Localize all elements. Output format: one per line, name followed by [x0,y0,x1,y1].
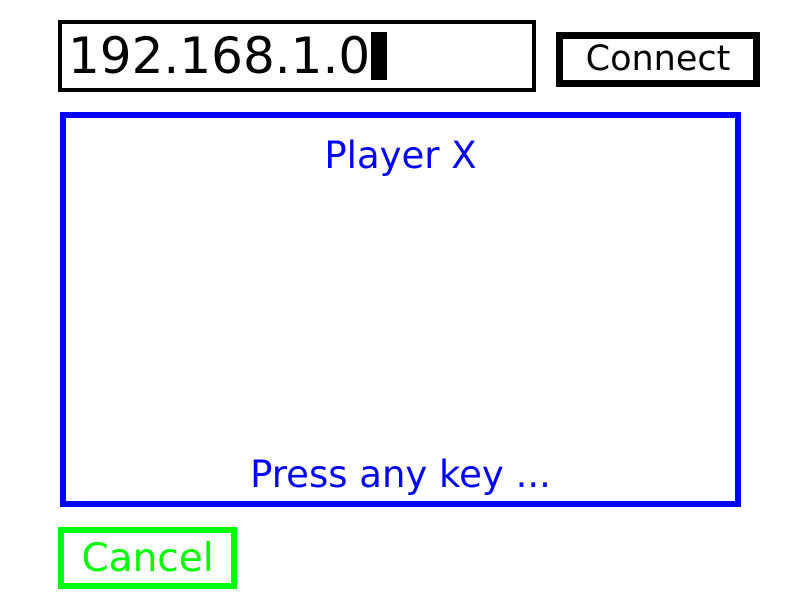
cancel-button[interactable]: Cancel [58,527,237,589]
cancel-button-label: Cancel [81,535,214,581]
text-cursor [371,32,388,80]
player-panel: Player X Press any key ... [60,112,741,507]
player-title: Player X [324,134,477,177]
press-key-prompt: Press any key ... [250,453,551,496]
ip-address-value: 192.168.1.0 [68,27,371,85]
connect-button-label: Connect [585,39,731,79]
ip-address-input[interactable]: 192.168.1.0 [58,20,536,92]
connect-button[interactable]: Connect [556,32,760,87]
